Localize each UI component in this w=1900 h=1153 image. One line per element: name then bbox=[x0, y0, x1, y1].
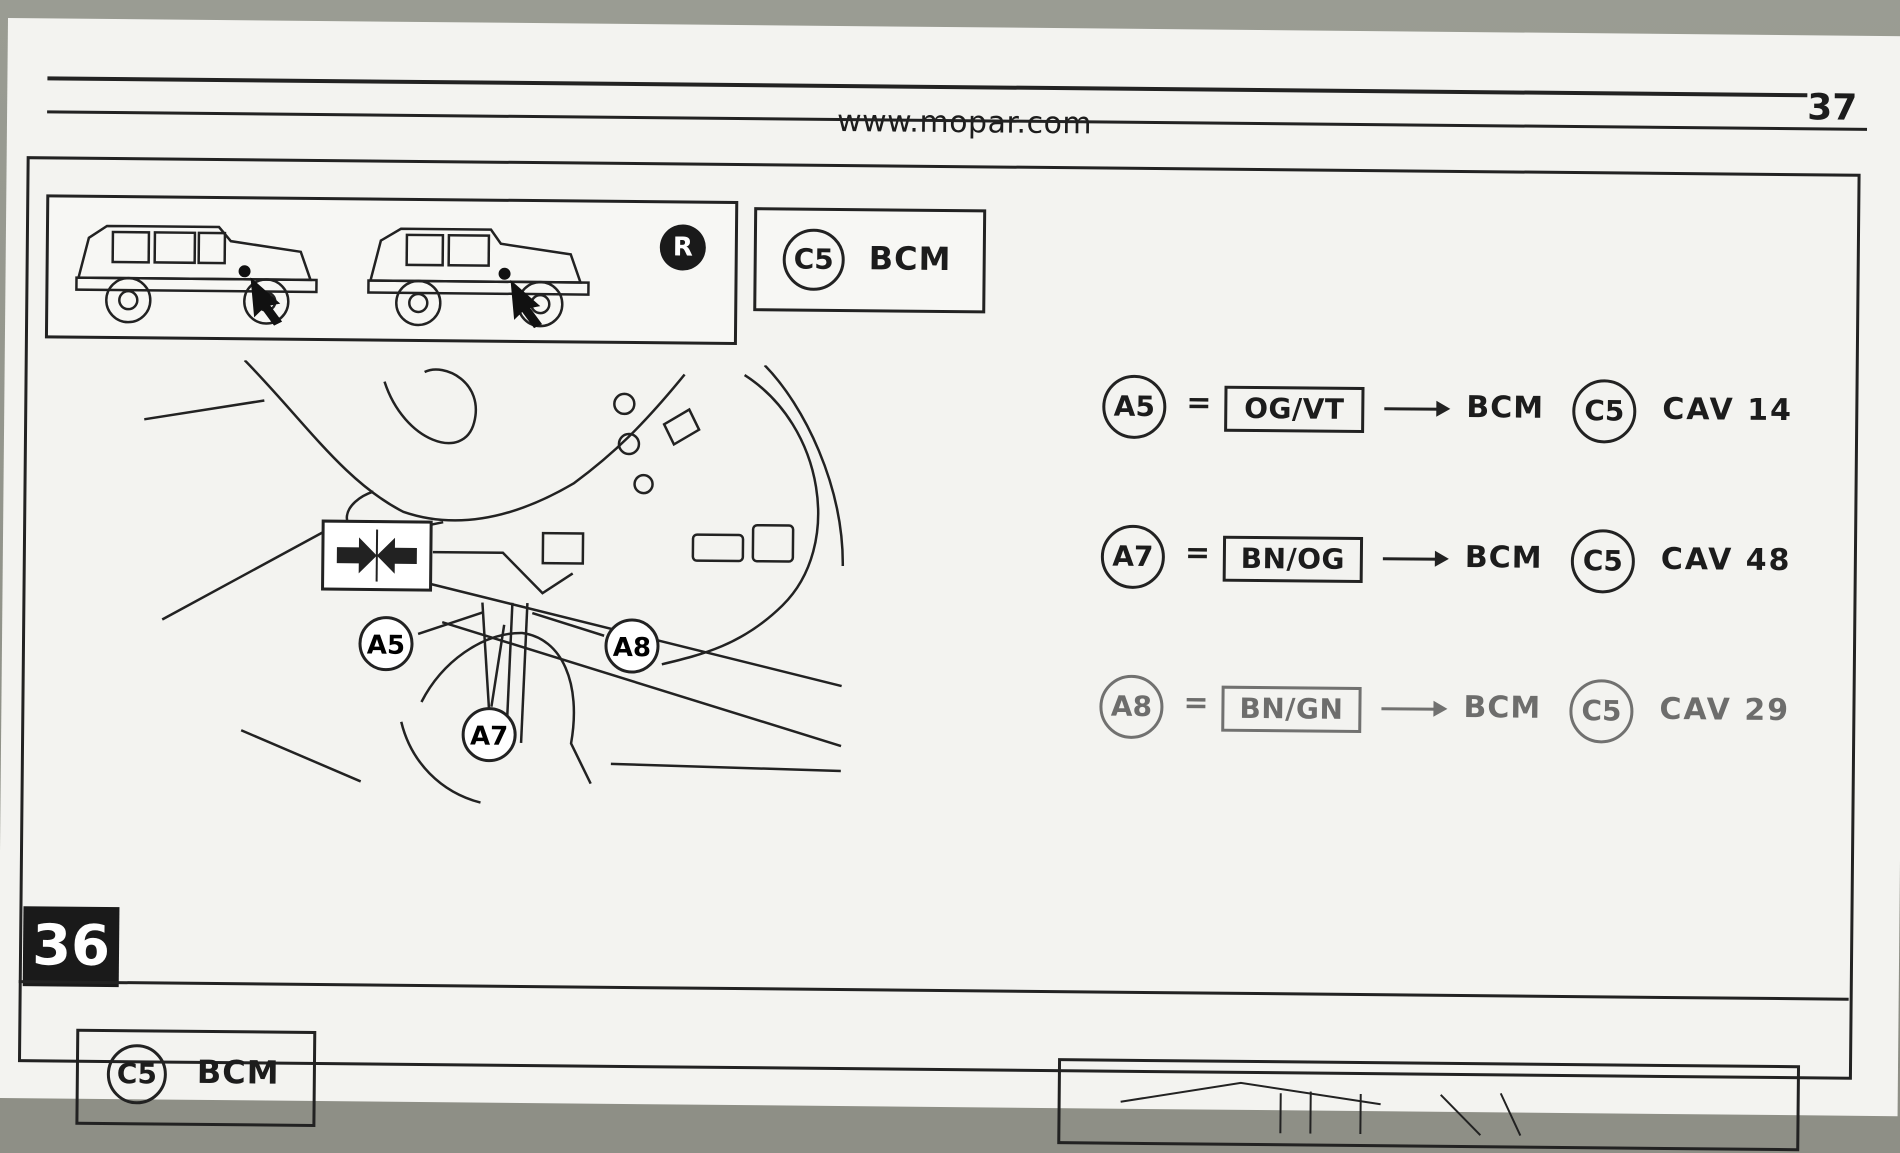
next-diagram-lines bbox=[1060, 1061, 1797, 1148]
four-door-vehicle-icon bbox=[76, 226, 317, 324]
right-side-badge: R bbox=[660, 224, 706, 270]
wire-id-tag: A7 bbox=[1101, 525, 1166, 590]
connector-tag: C5 bbox=[1569, 679, 1634, 744]
callout-a5-label: A5 bbox=[367, 630, 406, 660]
cavity-number: CAV 48 bbox=[1661, 542, 1792, 578]
wire-mapping-table: A5 = OG/VT BCM C5 CAV 14 A7 = BN/OG BCM … bbox=[1090, 374, 1814, 841]
pointer-arrow-icon bbox=[250, 277, 282, 325]
arrow-icon bbox=[1384, 407, 1444, 411]
callout-a5: A5 bbox=[360, 611, 483, 670]
next-connector-box: C5 BCM bbox=[75, 1029, 316, 1127]
connector-tag: C5 bbox=[1571, 529, 1636, 594]
module-name: BCM bbox=[1465, 540, 1543, 576]
connector-id-tag: C5 bbox=[782, 228, 845, 291]
connector-name: BCM bbox=[869, 239, 952, 278]
wiring-diagram: A5 A8 A7 bbox=[139, 359, 1024, 927]
next-connector-name: BCM bbox=[197, 1053, 280, 1092]
wire-id-tag: A8 bbox=[1099, 675, 1164, 740]
wheel-well bbox=[662, 374, 820, 665]
module-name: BCM bbox=[1466, 390, 1544, 426]
header-rule bbox=[47, 76, 1807, 97]
equals-sign: = bbox=[1183, 685, 1208, 720]
equals-sign: = bbox=[1186, 385, 1211, 420]
wire-color-code: BN/OG bbox=[1223, 536, 1363, 583]
wire-color-code: OG/VT bbox=[1224, 386, 1364, 433]
vehicle-location-box bbox=[45, 194, 738, 345]
manual-page: 37 www.mopar.com bbox=[0, 18, 1900, 1116]
equals-sign: = bbox=[1185, 535, 1210, 570]
connector-header-box: C5 BCM bbox=[753, 207, 986, 313]
cavity-number: CAV 14 bbox=[1662, 392, 1793, 428]
next-connector-id-tag: C5 bbox=[107, 1044, 168, 1105]
vehicle-illustrations bbox=[48, 197, 735, 342]
callout-a7-label: A7 bbox=[470, 721, 509, 751]
clip bbox=[543, 533, 583, 563]
two-door-vehicle-icon bbox=[368, 228, 589, 326]
cavity-number: CAV 29 bbox=[1659, 692, 1790, 728]
arrow-icon bbox=[1381, 707, 1441, 711]
body-line bbox=[763, 365, 845, 566]
callout-a8: A8 bbox=[532, 613, 659, 672]
next-diagram-frame bbox=[1057, 1058, 1800, 1151]
page-number: 37 bbox=[1807, 87, 1858, 128]
wire-row: A8 = BN/GN BCM C5 CAV 29 bbox=[1091, 674, 1812, 747]
harness bbox=[433, 552, 573, 593]
module-name: BCM bbox=[1463, 690, 1541, 726]
wire-id-tag: A5 bbox=[1102, 375, 1167, 440]
trim-curve bbox=[384, 369, 476, 443]
wire-color-code: BN/GN bbox=[1221, 686, 1361, 733]
callout-a8-label: A8 bbox=[613, 633, 652, 663]
arrow-icon bbox=[1383, 557, 1443, 561]
step-number: 36 bbox=[23, 906, 120, 987]
wire-row: A5 = OG/VT BCM C5 CAV 14 bbox=[1094, 374, 1815, 447]
panel-edge bbox=[144, 399, 264, 420]
connector-tag: C5 bbox=[1572, 379, 1637, 444]
wire-row: A7 = BN/OG BCM C5 CAV 48 bbox=[1093, 524, 1814, 597]
